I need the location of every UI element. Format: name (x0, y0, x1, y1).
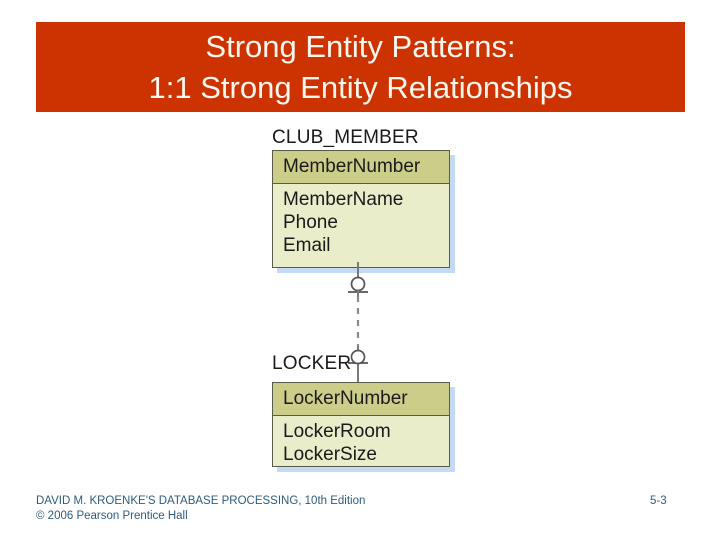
slide-title-line-2: 1:1 Strong Entity Relationships (148, 70, 573, 105)
footer-credit-line-2: © 2006 Pearson Prentice Hall (36, 510, 188, 522)
attribute-item: Phone (283, 212, 338, 233)
attribute-list-locker: LockerRoom LockerSize (273, 416, 449, 473)
identifier-row-club-member: MemberNumber (273, 151, 449, 184)
attribute-item: LockerRoom (283, 421, 391, 442)
entity-name-club-member: CLUB_MEMBER (272, 127, 419, 148)
attribute-item: MemberName (283, 189, 404, 210)
identifier-attribute: LockerNumber (283, 388, 408, 409)
footer-credit: DAVID M. KROENKE'S DATABASE PROCESSING, … (36, 494, 365, 524)
attribute-list-club-member: MemberName Phone Email (273, 184, 449, 264)
slide-title-banner: Strong Entity Patterns: 1:1 Strong Entit… (36, 22, 685, 112)
entity-box-club-member[interactable]: MemberNumber MemberName Phone Email (272, 150, 450, 268)
identifier-row-locker: LockerNumber (273, 383, 449, 416)
identifier-attribute: MemberNumber (283, 156, 421, 177)
entity-name-locker: LOCKER (272, 353, 352, 374)
slide-title-line-1: Strong Entity Patterns: (205, 29, 516, 64)
relationship-connector[interactable] (320, 262, 400, 386)
footer-credit-line-1: DAVID M. KROENKE'S DATABASE PROCESSING, … (36, 495, 366, 507)
slide-page-number: 5-3 (650, 495, 667, 507)
entity-box-locker[interactable]: LockerNumber LockerRoom LockerSize (272, 382, 450, 467)
attribute-item: Email (283, 235, 331, 256)
attribute-item: LockerSize (283, 444, 377, 465)
